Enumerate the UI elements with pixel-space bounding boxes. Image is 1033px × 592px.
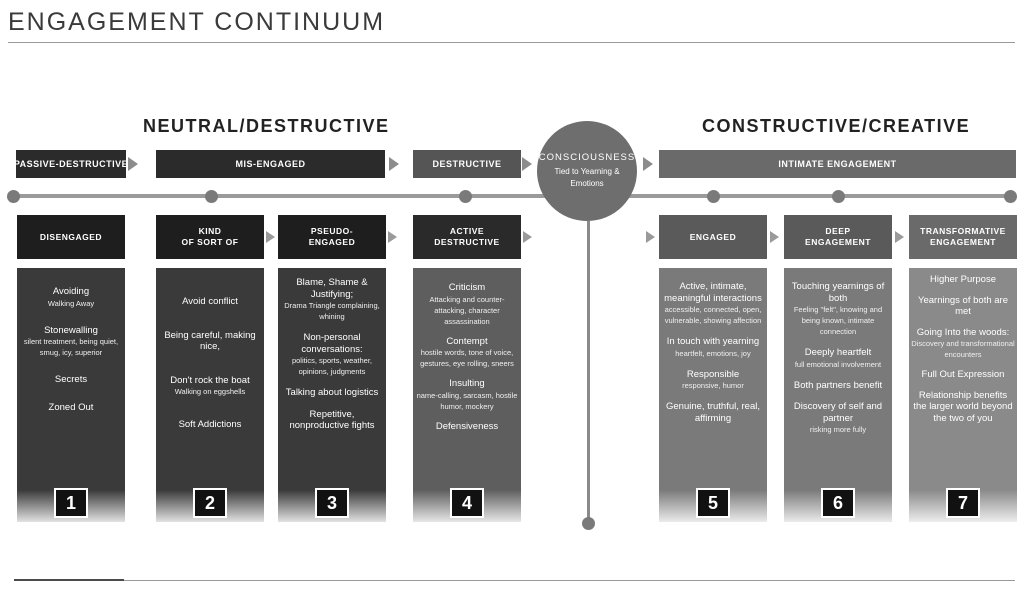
list-item: Blame, Shame & Justifying;Drama Triangle… [284,277,380,321]
timeline-dot [459,190,472,203]
list-item: Relationship benefits the larger world b… [913,389,1013,424]
list-item: Talking about logistics [285,387,379,398]
consciousness-circle: CONSCIOUSNESS Tied to Yearning & Emotion… [537,121,637,221]
stage-number-badge: 3 [315,488,349,518]
timeline-dot [1004,190,1017,203]
stage-column-7: Higher Purpose Yearnings of both are met… [909,268,1017,522]
list-item: Secrets [54,374,88,385]
stage-number-badge: 1 [54,488,88,518]
timeline-dot [205,190,218,203]
stage-arrow [895,231,904,243]
stage-arrow [523,231,532,243]
band-destructive: DESTRUCTIVE [413,150,521,178]
timeline-dot [832,190,845,203]
stage-arrow [770,231,779,243]
stage-label-active-destructive: ACTIVE DESTRUCTIVE [413,215,521,259]
band-arrow [389,157,399,171]
stage-column-2: Avoid conflict Being careful, making nic… [156,268,264,522]
list-item: Defensiveness [435,420,499,432]
band-arrow [522,157,532,171]
list-item: Both partners benefit [793,379,883,391]
section-heading-left: NEUTRAL/DESTRUCTIVE [143,116,390,136]
stage-number-badge: 4 [450,488,484,518]
list-item: Higher Purpose [929,274,996,285]
consciousness-subtitle: Tied to Yearning & Emotions [554,167,620,188]
list-item: Full Out Expression [921,369,1005,380]
list-item: Avoid conflict [182,296,238,307]
consciousness-line [587,221,590,521]
stage-arrow [388,231,397,243]
stage-label-engaged: ENGAGED [659,215,767,259]
list-item: Soft Addictions [178,419,242,430]
list-item: Repetitive, nonproductive fights [289,408,375,432]
band-passive-destructive: PASSIVE-DESTRUCTIVE [14,150,128,178]
page-title: ENGAGEMENT CONTINUUM [8,8,386,36]
band-mis-engaged: MIS-ENGAGED [156,150,385,178]
list-item: Yearnings of both are met [918,294,1008,318]
stage-arrow [646,231,655,243]
timeline-line [12,194,1015,198]
list-item: Going Into the woods:Discovery and trans… [911,326,1015,360]
stage-column-5: Active, intimate, meaningful interaction… [659,268,767,522]
timeline-dot [707,190,720,203]
stage-arrow [266,231,275,243]
title-divider [8,42,1015,43]
timeline-dot [7,190,20,203]
list-item: Zoned Out [48,401,94,413]
consciousness-title: CONSCIOUSNESS [538,152,636,163]
stage-label-deep-engagement: DEEP ENGAGEMENT [784,215,892,259]
stage-number-badge: 5 [696,488,730,518]
stage-label-pseudo-engaged: PSEUDO- ENGAGED [278,215,386,259]
list-item: Being careful, making nice, [164,329,256,353]
band-intimate-engagement: INTIMATE ENGAGEMENT [659,150,1016,178]
band-arrow [643,157,653,171]
stage-label-disengaged: DISENGAGED [17,215,125,259]
section-heading-right: CONSTRUCTIVE/CREATIVE [702,116,971,136]
band-arrow [128,157,138,171]
bottom-divider [14,579,1015,581]
list-item: Non-personal conversations:politics, spo… [291,332,373,376]
list-item: Genuine, truthful, real, affirming [666,401,760,424]
stage-number-badge: 6 [821,488,855,518]
stage-column-3: Blame, Shame & Justifying;Drama Triangle… [278,268,386,522]
stage-number-badge: 7 [946,488,980,518]
list-item: Active, intimate, meaningful interaction… [664,281,762,325]
stage-number-badge: 2 [193,488,227,518]
consciousness-dot [582,517,595,530]
stage-label-kind-of-sort-of: KIND OF SORT OF [156,215,264,259]
stage-label-transformative-engagement: TRANSFORMATIVE ENGAGEMENT [909,215,1017,259]
